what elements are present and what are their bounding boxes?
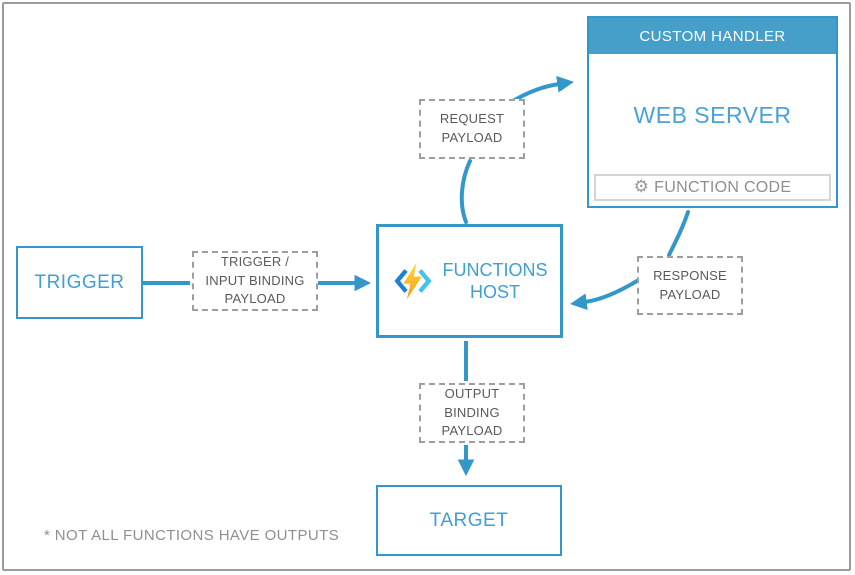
target-label: TARGET: [429, 509, 509, 531]
function-code-label: FUNCTION CODE: [654, 178, 792, 196]
output-binding-payload-node: OUTPUT BINDING PAYLOAD: [419, 383, 525, 443]
target-node: TARGET: [376, 485, 562, 556]
custom-handler-node: CUSTOM HANDLER WEB SERVER ⚙ FUNCTION COD…: [587, 16, 838, 208]
footnote-text: * NOT ALL FUNCTIONS HAVE OUTPUTS: [44, 527, 340, 544]
response-payload-label: RESPONSE PAYLOAD: [653, 267, 727, 302]
web-server-area: WEB SERVER: [589, 54, 836, 176]
request-payload-label: REQUEST PAYLOAD: [439, 111, 505, 145]
custom-handler-header: CUSTOM HANDLER: [589, 18, 836, 54]
functions-host-label: FUNCTIONS HOST: [442, 259, 548, 303]
custom-handler-title: CUSTOM HANDLER: [639, 27, 786, 45]
gear-icon: ⚙: [633, 177, 650, 197]
input-binding-payload-node: TRIGGER / INPUT BINDING PAYLOAD: [192, 251, 318, 311]
web-server-label: WEB SERVER: [633, 101, 792, 128]
function-code-bar: ⚙ FUNCTION CODE: [594, 174, 831, 201]
output-binding-payload-label: OUTPUT BINDING PAYLOAD: [441, 385, 503, 439]
functions-host-node: FUNCTIONS HOST: [376, 224, 563, 338]
response-payload-node: RESPONSE PAYLOAD: [637, 256, 743, 315]
trigger-node: TRIGGER: [16, 246, 143, 319]
azure-functions-icon: [393, 262, 432, 300]
input-binding-payload-label: TRIGGER / INPUT BINDING PAYLOAD: [205, 253, 305, 307]
request-payload-node: REQUEST PAYLOAD: [419, 99, 525, 159]
trigger-label: TRIGGER: [34, 271, 125, 293]
